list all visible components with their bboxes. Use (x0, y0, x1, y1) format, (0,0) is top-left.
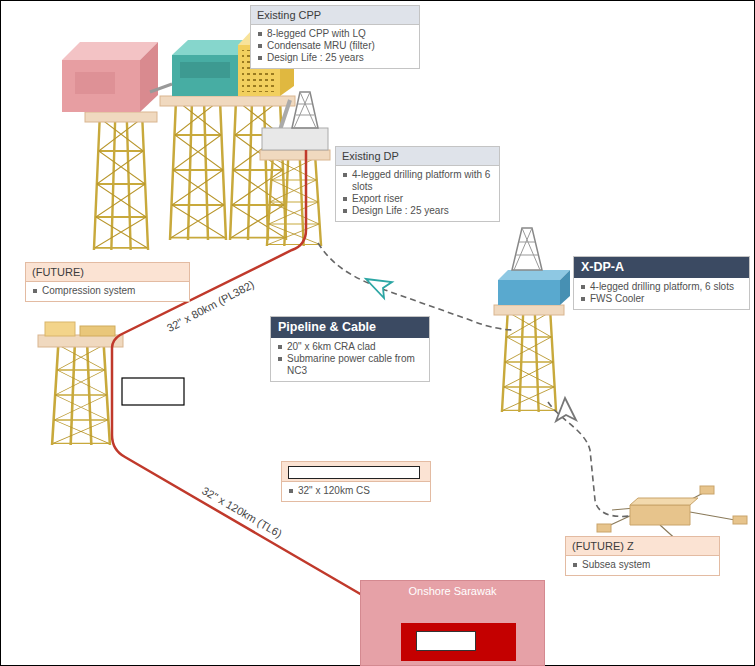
box-heading-band: Existing CPP (251, 6, 419, 25)
drilling-derrick (262, 92, 328, 150)
bullet-item: 20" x 6km CRA clad (277, 341, 423, 353)
box-heading-band (282, 462, 430, 482)
bullet-square (581, 297, 585, 301)
box-heading-band: (FUTURE) Z (566, 537, 719, 556)
platform-decks (38, 96, 564, 347)
bullet-text: Subsea system (582, 559, 650, 570)
bullet-item: 4-legged drilling platform, 6 slots (580, 281, 743, 293)
redacted-field (288, 466, 420, 479)
bullet-square (258, 32, 262, 36)
bullet-item: 32" x 120km CS (288, 485, 424, 497)
bullet-text: Compression system (42, 285, 135, 296)
bullet-square (278, 357, 282, 361)
bullet-text: Export riser (352, 193, 403, 204)
bullet-text: 4-legged drilling platform, 6 slots (590, 281, 734, 292)
box-heading-band: X-DP-A (574, 257, 749, 278)
terminal-block (401, 623, 516, 661)
info-box: Existing CPP 8-legged CPP with LQCondensa… (250, 5, 420, 69)
bullet-text: 4-legged drilling platform with 6 slots (352, 169, 490, 192)
bullet-square (289, 489, 293, 493)
compression-module (62, 42, 158, 112)
redacted-tag (122, 378, 184, 405)
bullet-text: FWS Cooler (590, 293, 644, 304)
box-body: Compression system (26, 282, 189, 301)
bullet-item: Subsea system (572, 559, 713, 571)
bullet-square (343, 197, 347, 201)
drilling-derrick (498, 228, 570, 305)
box-heading: X-DP-A (581, 260, 624, 274)
bullet-text: Design Life : 25 years (267, 52, 364, 63)
info-box: X-DP-A 4-legged drilling platform, 6 slot… (573, 256, 750, 310)
pipeline-label: 32" x 120km (TL6) (200, 484, 284, 539)
box-body: 4-legged drilling platform, 6 slotsFWS C… (574, 278, 749, 309)
bullet-square (33, 289, 37, 293)
redacted-field (416, 631, 476, 651)
bullet-square (278, 345, 282, 349)
box-heading-band: Existing DP (336, 147, 499, 166)
box-body: Subsea system (566, 556, 719, 575)
box-heading-band: (FUTURE) (26, 263, 189, 282)
info-box: 32" x 120km CS (281, 461, 431, 502)
bullet-square (581, 285, 585, 289)
bullet-square (258, 56, 262, 60)
bullet-item: Design Life : 25 years (257, 52, 413, 64)
bullet-square (573, 563, 577, 567)
box-body: 32" x 120km CS (282, 482, 430, 501)
bullet-item: Condensate MRU (filter) (257, 40, 413, 52)
bullet-text: 20" x 6km CRA clad (287, 341, 376, 352)
box-heading: Existing DP (342, 150, 399, 162)
box-heading: Existing CPP (257, 9, 321, 21)
bullet-item: Submarine power cable from NC3 (277, 353, 423, 377)
info-box: Existing DP 4-legged drilling platform wi… (335, 146, 500, 222)
bullet-text: Design Life : 25 years (352, 205, 449, 216)
bullet-square (343, 209, 347, 213)
bullet-square (258, 44, 262, 48)
bullet-item: 4-legged drilling platform with 6 slots (342, 169, 493, 193)
info-box: (FUTURE) Compression system (25, 262, 190, 302)
box-heading-band: Pipeline & Cable (271, 317, 429, 338)
box-body: 20" x 6km CRA cladSubmarine power cable … (271, 338, 429, 381)
box-heading: (FUTURE) Z (572, 540, 634, 552)
bullet-item: Export riser (342, 193, 493, 205)
box-heading: Pipeline & Cable (278, 320, 376, 334)
bullet-item: Compression system (32, 285, 183, 297)
bullet-item: 8-legged CPP with LQ (257, 28, 413, 40)
info-box: Pipeline & Cable 20" x 6km CRA cladSubmar… (270, 316, 430, 382)
bullet-text: 32" x 120km CS (298, 485, 370, 496)
bullet-text: Condensate MRU (filter) (267, 40, 375, 51)
bullet-square (343, 173, 347, 177)
onshore-region: Onshore Sarawak (360, 580, 545, 666)
region-name: Onshore Sarawak (361, 581, 544, 597)
info-box: (FUTURE) Z Subsea system (565, 536, 720, 576)
bullet-text: Submarine power cable from NC3 (287, 353, 415, 376)
bullet-text: 8-legged CPP with LQ (267, 28, 366, 39)
riser-platform (45, 322, 115, 336)
bullet-item: FWS Cooler (580, 293, 743, 305)
box-body: 8-legged CPP with LQCondensate MRU (filt… (251, 25, 419, 68)
box-heading: (FUTURE) (32, 266, 84, 278)
bullet-item: Design Life : 25 years (342, 205, 493, 217)
box-body: 4-legged drilling platform with 6 slotsE… (336, 166, 499, 221)
